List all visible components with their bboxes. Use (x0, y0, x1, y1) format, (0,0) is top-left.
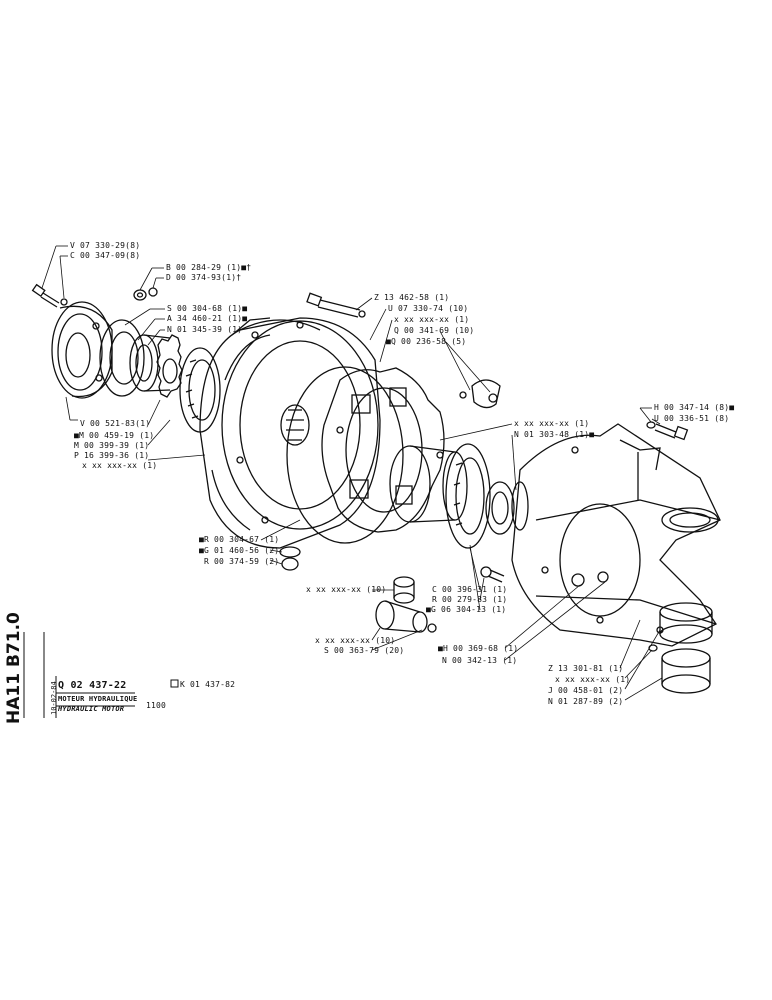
label-u07330: U 07 330-74 (10) (388, 304, 469, 313)
label-c00347: C 00 347-09(8) (70, 251, 141, 260)
label-g06304: ■G 06 304-13 (1) (426, 605, 507, 614)
clamp-q00341 (459, 379, 501, 409)
side-code-block: HA11 B71.0 (2, 612, 24, 726)
label-z13301: Z 13 301-81 (1) (548, 664, 624, 673)
label-r00304: ■R 00 304-67 (1) (199, 535, 280, 544)
seal-ring-s00304 (99, 319, 145, 397)
bearing-g06304 (445, 443, 491, 549)
label-v07330: V 07 330-29(8) (70, 241, 141, 250)
mounting-bracket (511, 423, 721, 647)
label-xx-mid: x xx xxx-xx (1) (514, 419, 590, 428)
cylinder-s00363 (375, 600, 437, 633)
label-n00342: N 00 342-13 (1) (442, 656, 518, 665)
bushing-j00458 (659, 602, 713, 644)
label-s00304: S 00 304-68 (1)■ (167, 304, 248, 313)
reference-alt: K 01 437-82 (180, 680, 236, 689)
drawing-code: HA11 B71.0 (4, 612, 24, 724)
label-xx10a: x xx xxx-xx (10) (306, 585, 387, 594)
label-c00396: C 00 396-31 (1) (432, 585, 508, 594)
label-q00341: Q 00 341-69 (10) (394, 326, 475, 335)
label-a34460: A 34 460-21 (1)■ (167, 314, 248, 323)
cam-ring (321, 367, 445, 533)
label-m00459: ■M 00 459-19 (1) (74, 431, 155, 440)
spacer-xx10 (393, 576, 415, 604)
bushing-n01287 (661, 648, 711, 694)
title-english: HYDRAULIC MOTOR (58, 705, 125, 713)
bolt-h00347 (646, 421, 689, 441)
plug-b00284 (133, 287, 158, 301)
leader-lines (41, 245, 663, 701)
label-n01287: N 01 287-89 (2) (548, 697, 624, 706)
seal-n01303 (485, 481, 529, 535)
o-ring-large (286, 366, 404, 544)
plug-r00374 (279, 546, 301, 571)
label-xx-low: x xx xxx-xx (1) (555, 675, 631, 684)
model-number: 1100 (146, 701, 167, 710)
label-p16399: P 16 399-36 (1) (74, 451, 150, 460)
bolt-z13462 (306, 292, 366, 318)
label-d00374: D 00 374-93(1)† (166, 273, 242, 282)
label-s00363: S 00 363-79 (20) (324, 646, 405, 655)
label-n01303: N 01 303-48 (1)■ (514, 430, 595, 439)
piston-collar-c00396 (389, 445, 468, 523)
label-r00374: R 00 374-59 (2) (204, 557, 280, 566)
splined-shaft (280, 404, 310, 446)
label-h00347: H 00 347-14 (8)■ (654, 403, 735, 412)
label-j00458: J 00 458-01 (2) (548, 686, 624, 695)
label-xx-left: x xx xxx-xx (1) (82, 461, 158, 470)
label-u00336: U 00 336-51 (8) (654, 414, 730, 423)
bolt-v07330 (31, 283, 68, 308)
label-r00279: R 00 279-83 (1) (432, 595, 508, 604)
label-xx-top: x xx xxx-xx (1) (394, 315, 470, 324)
label-g01460: ■G 01 460-56 (2) (199, 546, 280, 555)
drawing-date: 10-02-84 (50, 681, 58, 715)
main-housing (199, 317, 381, 549)
fitting-r00279 (480, 566, 505, 583)
label-v00521: V 00 521-83(1) (80, 419, 151, 428)
label-b00284: B 00 284-29 (1)■† (166, 263, 252, 272)
gear-rotor-m00459 (156, 334, 183, 398)
title-french: MOTEUR HYDRAULIQUE (58, 695, 138, 703)
label-q00236: ■Q 00 236-58 (5) (386, 337, 467, 346)
label-m00399: M 00 399-39 (1) (74, 441, 150, 450)
reference-main: Q 02 437-22 (58, 680, 127, 691)
label-h00369: ■H 00 369-68 (1) (438, 644, 519, 653)
end-cover-v00521 (51, 301, 113, 399)
label-xx10b: x xx xxx-xx (10) (315, 636, 396, 645)
label-n01345: N 01 345-39 (1) (167, 325, 243, 334)
fitting-h00369 (571, 571, 609, 587)
label-z13462: Z 13 462-58 (1) (374, 293, 450, 302)
